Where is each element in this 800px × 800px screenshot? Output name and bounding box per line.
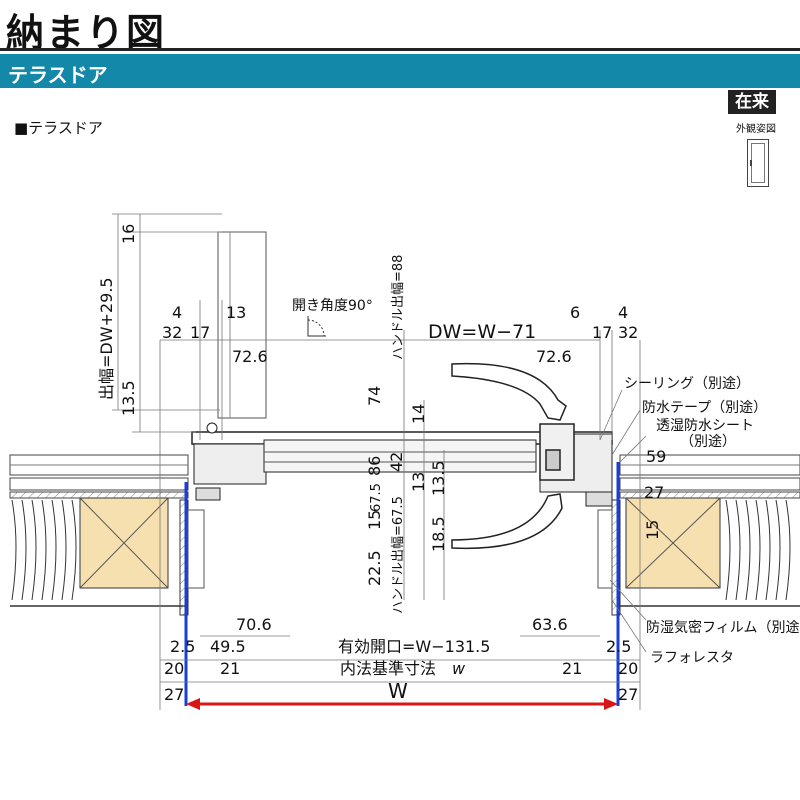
title-rule xyxy=(0,48,800,51)
dim-handle-out-top: ハンドル出幅=88 xyxy=(391,255,406,360)
wood-studs xyxy=(79,497,721,589)
dim-v59: 59 xyxy=(646,447,666,466)
dimension-text: 16 出幅=DW+29.5 13.5 4 13 32 17 開き角度90° 72… xyxy=(97,224,666,704)
dim-dw: DW=W−71 xyxy=(428,321,536,343)
insulation xyxy=(11,499,791,601)
dim-v18-5: 18.5 xyxy=(429,516,448,552)
dim-v13-5-left: 13.5 xyxy=(119,380,138,416)
dim-v22-5: 22.5 xyxy=(365,550,384,586)
dim-h6: 6 xyxy=(570,303,580,322)
dim-v13-5-mid: 13.5 xyxy=(429,460,448,496)
dim-v27-right: 27 xyxy=(644,483,664,502)
dim-h70-6: 70.6 xyxy=(236,615,272,634)
dim-h17-right: 17 xyxy=(592,323,612,342)
dim-h4-right: 4 xyxy=(618,303,628,322)
door-handle xyxy=(451,362,575,550)
callout-lath: ラフォレスタ xyxy=(650,650,734,666)
dim-h2-5-left: 2.5 xyxy=(170,637,195,656)
dim-h21-right: 21 xyxy=(562,659,582,678)
dim-h27-right: 27 xyxy=(618,685,638,704)
dim-v74: 74 xyxy=(365,386,384,406)
dim-h27-left: 27 xyxy=(164,685,184,704)
dim-handle-out-bottom: ハンドル出幅=67.5 xyxy=(391,496,406,614)
dim-v86: 86 xyxy=(365,456,384,476)
dim-h63-6: 63.6 xyxy=(532,615,568,634)
interior-boards xyxy=(179,499,621,616)
dim-v13: 13 xyxy=(409,472,428,492)
dim-h32-right: 32 xyxy=(618,323,638,342)
dim-h17-left: 17 xyxy=(190,323,210,342)
open-angle-glyph xyxy=(307,316,326,337)
exterior-view-caption: 外観姿図 xyxy=(736,124,776,135)
dim-h2-5-right: 2.5 xyxy=(606,637,631,656)
dim-w: W xyxy=(388,679,408,703)
dim-inner-ref: 内法基準寸法 xyxy=(340,659,436,678)
blue-finish-lines xyxy=(184,462,620,706)
dim-effective-opening: 有効開口=W−131.5 xyxy=(338,637,490,656)
dim-h49-5: 49.5 xyxy=(210,637,246,656)
callout-labels: シーリング（別途） 防水テープ（別途） 透湿防水シート （別途） 防湿気密フィル… xyxy=(624,375,800,666)
dim-h20-right: 20 xyxy=(618,659,638,678)
dim-v-outwidth: 出幅=DW+29.5 xyxy=(97,277,116,400)
section-banner: テラスドア xyxy=(0,54,800,88)
dim-h72-6-right: 72.6 xyxy=(536,347,572,366)
callout-vapor-film: 防湿気密フィルム（別途） xyxy=(646,619,800,636)
door-thumbnail-icon xyxy=(747,139,769,187)
wall-siding xyxy=(9,454,800,607)
zairai-badge: 在来 xyxy=(728,90,776,114)
callout-breathable-sheet-1: 透湿防水シート xyxy=(656,418,754,434)
dim-h72-6-left: 72.6 xyxy=(232,347,268,366)
dim-inner-ref-w: w xyxy=(452,659,466,678)
dim-h21-left: 21 xyxy=(220,659,240,678)
dim-v15-right: 15 xyxy=(643,520,662,540)
dim-v42: 42 xyxy=(387,452,406,472)
dim-h13: 13 xyxy=(226,303,246,322)
w-arrow xyxy=(186,698,618,710)
dim-h32-left: 32 xyxy=(162,323,182,342)
banner-title: テラスドア xyxy=(8,63,108,87)
dim-v15-mid: 15 xyxy=(365,510,384,530)
callout-waterproof-tape: 防水テープ（別途） xyxy=(642,399,767,416)
dimension-lines xyxy=(112,213,647,710)
dim-v14: 14 xyxy=(409,404,428,424)
dim-v67-5: 67.5 xyxy=(369,483,384,512)
dim-h4-left: 4 xyxy=(172,303,182,322)
callout-sealing: シーリング（別途） xyxy=(624,375,750,392)
callout-breathable-sheet-2: （別途） xyxy=(680,433,736,450)
dim-h20-left: 20 xyxy=(164,659,184,678)
dim-v16: 16 xyxy=(119,224,138,244)
page-title: 納まり図 xyxy=(6,11,167,55)
dim-open-angle: 開き角度90° xyxy=(292,298,373,314)
section-label: ■テラスドア xyxy=(14,119,103,137)
